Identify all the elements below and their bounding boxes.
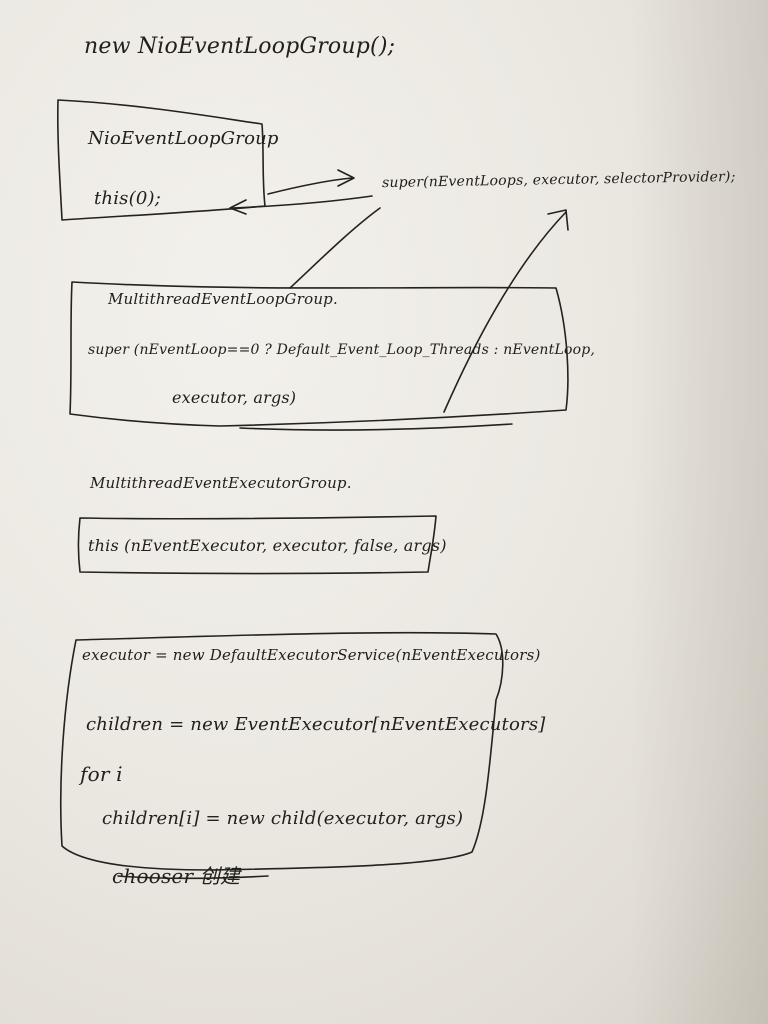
box4-line5: chooser 创建: [112, 864, 241, 888]
box1-title: NioEventLoopGroup: [88, 128, 279, 149]
box4-line2: children = new EventExecutor[nEventExecu…: [86, 714, 546, 735]
group3-title: MultithreadEventExecutorGroup.: [90, 474, 352, 492]
box1-body: this(0);: [94, 188, 161, 209]
box4-line4: children[i] = new child(executor, args): [102, 808, 464, 829]
box2-line2: executor, args): [172, 388, 297, 407]
box2-tail: [239, 423, 513, 431]
box4-tail: [117, 875, 269, 880]
arrow-long-diagonal: [443, 211, 567, 413]
arrow-to-super-head: [337, 169, 355, 187]
box3-line1: this (nEventExecutor, executor, false, a…: [88, 536, 447, 555]
box1-outline: [57, 99, 266, 221]
box2-outline: [69, 281, 569, 427]
box2-title: MultithreadEventLoopGroup.: [108, 290, 338, 308]
box3-outline: [77, 515, 437, 575]
box2-line1: super (nEventLoop==0 ? Default_Event_Loo…: [88, 342, 596, 358]
arrow-box2-to-super: [289, 207, 381, 289]
arrow-long-diagonal-head: [547, 209, 569, 231]
arrow-to-super: [267, 177, 353, 195]
new-group-line: new NioEventLoopGroup();: [84, 34, 396, 59]
box4-outline: [59, 631, 504, 871]
box4-line3: for i: [80, 762, 123, 786]
arrow-return: [231, 195, 373, 209]
box4-line1: executor = new DefaultExecutorService(nE…: [82, 646, 541, 664]
arrow-return-head: [229, 199, 247, 215]
